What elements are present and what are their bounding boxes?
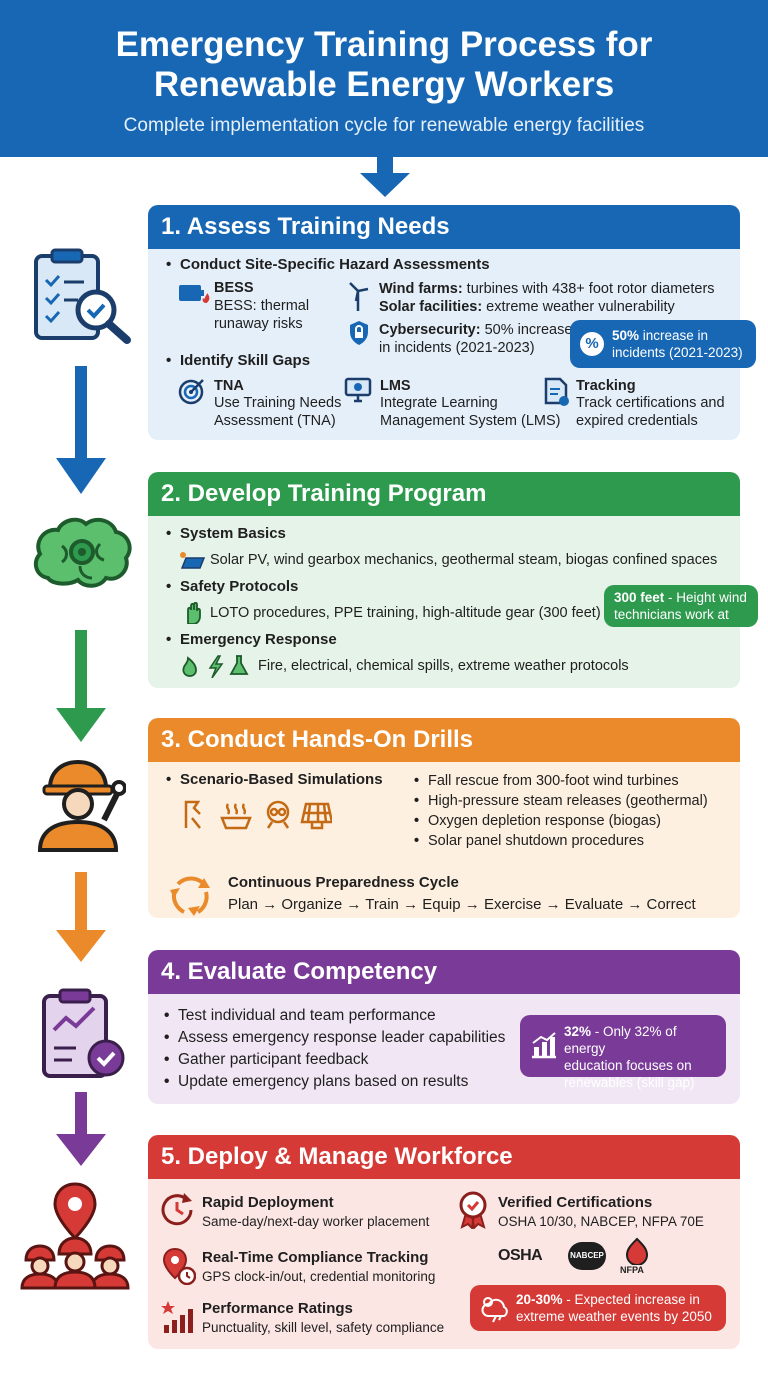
hazard-heading: Conduct Site-Specific Hazard Assessments [166, 256, 490, 273]
drill-item: Oxygen depletion response (biogas) [414, 812, 708, 830]
step-4-body: Test individual and team performance Ass… [148, 994, 740, 1104]
tna-label: TNA [214, 378, 244, 394]
lms-label: LMS [380, 378, 411, 394]
performance-chart-icon [161, 1301, 193, 1333]
worker-wrench-icon [37, 760, 126, 852]
nfpa-logo-icon [625, 1237, 649, 1265]
skill-gaps-heading: Identify Skill Gaps [166, 352, 310, 369]
down-arrow-icon [56, 1092, 106, 1166]
drill-item: Solar panel shutdown procedures [414, 832, 708, 850]
rapid-deployment-text: Same-day/next-day worker placement [202, 1214, 430, 1229]
bess-label: BESS [214, 280, 254, 296]
step-3-title: 3. Conduct Hands-On Drills [148, 718, 740, 762]
safety-protocols-text: LOTO procedures, PPE training, high-alti… [210, 605, 601, 621]
performance-text: Punctuality, skill level, safety complia… [202, 1320, 445, 1335]
step-5-title: 5. Deploy & Manage Workforce [148, 1135, 740, 1179]
down-arrow-icon [56, 366, 106, 494]
nabcep-logo: NABCEP [568, 1242, 606, 1270]
compliance-tracking-text: GPS clock-in/out, credential monitoring [202, 1269, 436, 1284]
certifications-text: OSHA 10/30, NABCEP, NFPA 70E [498, 1214, 704, 1229]
monitor-icon [344, 377, 372, 403]
solar-panel-icon [180, 552, 206, 569]
step-5-card: 5. Deploy & Manage Workforce Rapid Deplo… [148, 1135, 740, 1349]
osha-logo: OSHA [498, 1247, 543, 1264]
evaluation-item: Assess emergency response leader capabil… [164, 1027, 505, 1049]
battery-fire-icon [179, 285, 210, 303]
compliance-tracking-heading: Real-Time Compliance Tracking [202, 1249, 429, 1266]
workforce-location-icon [20, 1182, 130, 1290]
system-basics-heading: System Basics [166, 525, 286, 542]
simulations-heading: Scenario-Based Simulations [166, 771, 383, 788]
down-arrow-icon [56, 630, 106, 742]
page-subtitle: Complete implementation cycle for renewa… [123, 115, 645, 136]
wind-text: Wind farms: turbines with 438+ foot roto… [379, 281, 715, 297]
storm-cloud-icon [481, 1297, 508, 1323]
step-4-title: 4. Evaluate Competency [148, 950, 740, 994]
drill-item: High-pressure steam releases (geothermal… [414, 792, 708, 810]
clipboard-chart-icon [42, 988, 125, 1078]
cycle-heading: Continuous Preparedness Cycle [228, 874, 459, 891]
down-arrow-icon [360, 155, 410, 197]
step-1-card: 1. Assess Training Needs Conduct Site-Sp… [148, 205, 740, 440]
target-icon [178, 379, 204, 405]
document-check-icon [544, 377, 569, 406]
system-basics-text: Solar PV, wind gearbox mechanics, geothe… [210, 552, 718, 568]
clipboard-magnifier-icon [34, 248, 131, 344]
step-3-body: Scenario-Based Simulations Fall rescue f… [148, 762, 740, 918]
safety-protocols-heading: Safety Protocols [166, 578, 298, 595]
step-1-body: Conduct Site-Specific Hazard Assessments… [148, 249, 740, 440]
nfpa-logo: NFPA [620, 1265, 644, 1275]
certifications-heading: Verified Certifications [498, 1194, 653, 1211]
rapid-deployment-heading: Rapid Deployment [202, 1194, 334, 1211]
simulation-scenario-icons [184, 800, 332, 830]
drill-list: Fall rescue from 300-foot wind turbines … [414, 772, 708, 850]
cycle-text: Plan → Organize → Train → Equip → Exerci… [228, 896, 696, 913]
evaluation-list: Test individual and team performance Ass… [164, 1005, 505, 1093]
step-2-card: 2. Develop Training Program System Basic… [148, 472, 740, 688]
evaluation-item: Test individual and team performance [164, 1005, 505, 1027]
evaluation-item: Gather participant feedback [164, 1049, 505, 1071]
solar-text: Solar facilities: extreme weather vulner… [379, 299, 675, 315]
step-2-title: 2. Develop Training Program [148, 472, 740, 516]
drill-item: Fall rescue from 300-foot wind turbines [414, 772, 708, 790]
performance-heading: Performance Ratings [202, 1300, 353, 1317]
emergency-response-heading: Emergency Response [166, 631, 337, 648]
certification-ribbon-icon [459, 1191, 487, 1229]
step-4-card: 4. Evaluate Competency Test individual a… [148, 950, 740, 1104]
location-clock-icon [162, 1247, 196, 1285]
evaluation-item: Update emergency plans based on results [164, 1071, 505, 1093]
percent-icon: % [580, 332, 604, 356]
cycle-arrows-icon [170, 876, 210, 916]
clock-icon [161, 1193, 193, 1226]
step-1-title: 1. Assess Training Needs [148, 205, 740, 249]
bar-chart-icon [532, 1032, 556, 1059]
fire-electric-chemical-icons [182, 655, 249, 678]
wind-turbine-icon [349, 282, 369, 311]
tracking-label: Tracking [576, 378, 636, 394]
step-5-body: Rapid Deployment Same-day/next-day worke… [148, 1179, 740, 1349]
shield-lock-icon [350, 321, 368, 345]
down-arrow-icon [56, 872, 106, 962]
glove-icon [187, 602, 201, 624]
emergency-response-text: Fire, electrical, chemical spills, extre… [258, 658, 629, 674]
brain-gear-icon [33, 517, 132, 588]
step-3-card: 3. Conduct Hands-On Drills Scenario-Base… [148, 718, 740, 918]
